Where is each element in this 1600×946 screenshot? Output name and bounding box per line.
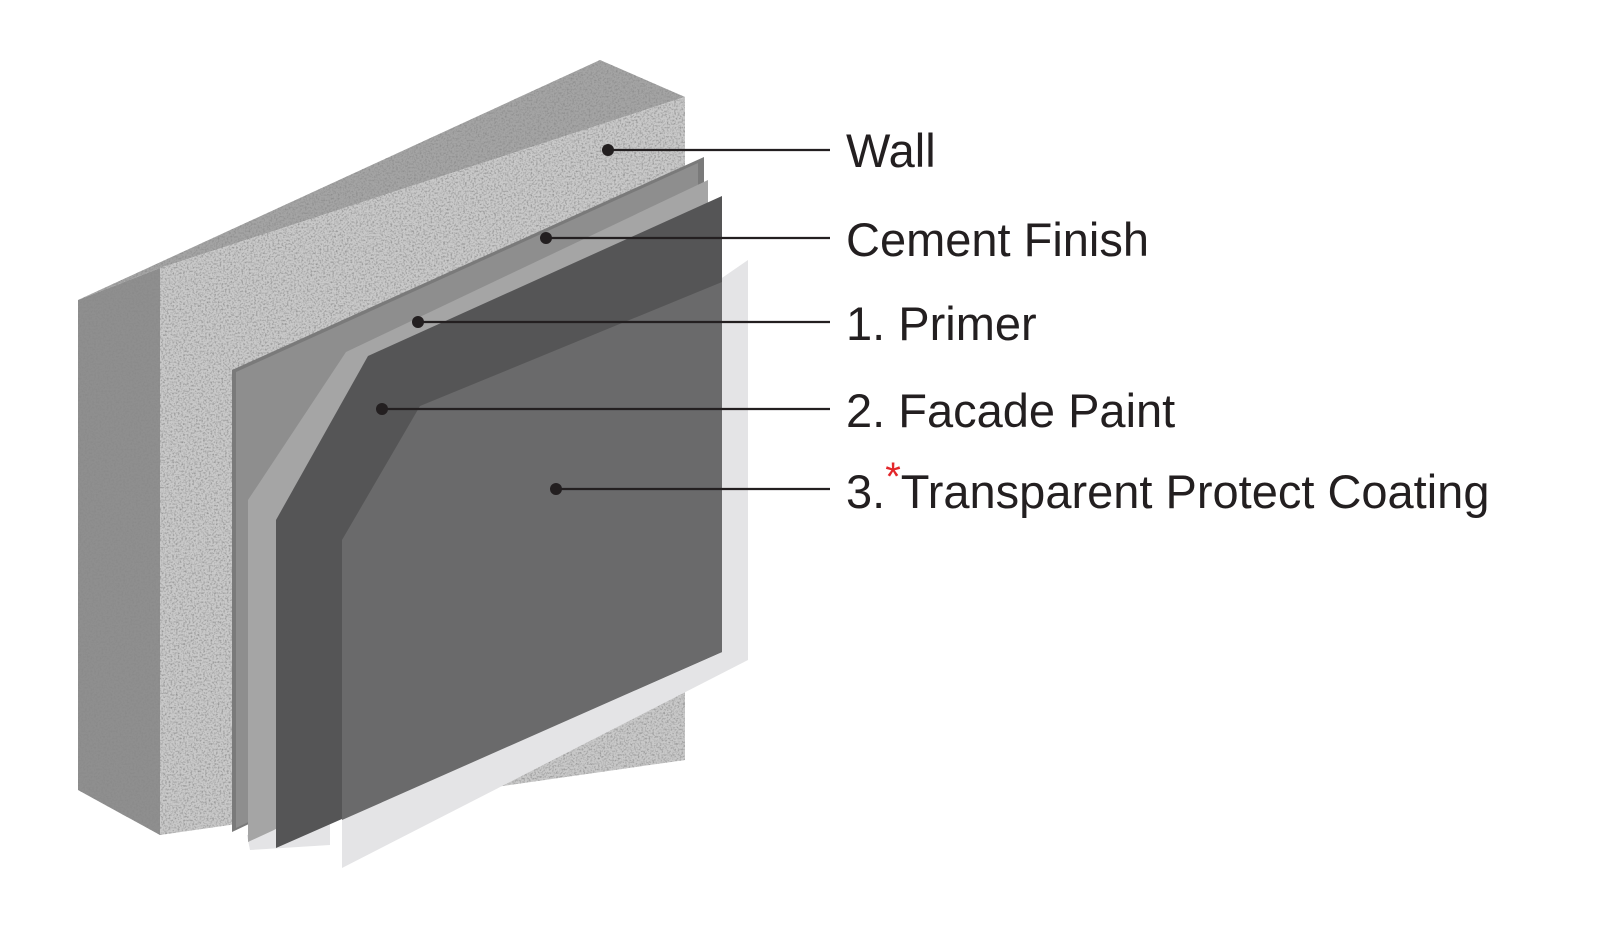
wall-side-face xyxy=(78,268,160,835)
facade-paint-face xyxy=(342,282,722,820)
label-coating-asterisk: * xyxy=(885,455,901,499)
label-primer: 1. Primer xyxy=(846,297,1037,350)
label-transparent-coating: 3.*Transparent Protect Coating xyxy=(846,455,1489,518)
leader-transparent-coating xyxy=(550,483,830,495)
wall-top-face xyxy=(78,60,685,300)
transparent-coating-pointer-dot xyxy=(550,483,562,495)
facade-paint-pointer-dot xyxy=(376,403,388,415)
leader-wall xyxy=(602,144,830,156)
primer-pointer-dot xyxy=(412,316,424,328)
label-cement-finish: Cement Finish xyxy=(846,213,1149,266)
leader-cement-finish xyxy=(540,232,830,244)
wall-pointer-dot xyxy=(602,144,614,156)
cement-finish-pointer-dot xyxy=(540,232,552,244)
label-wall: Wall xyxy=(846,124,936,177)
leader-facade-paint xyxy=(376,403,830,415)
label-coating-name: Transparent Protect Coating xyxy=(901,465,1490,518)
label-facade-paint: 2. Facade Paint xyxy=(846,384,1175,437)
label-coating-number: 3. xyxy=(846,465,885,518)
leader-primer xyxy=(412,316,830,328)
